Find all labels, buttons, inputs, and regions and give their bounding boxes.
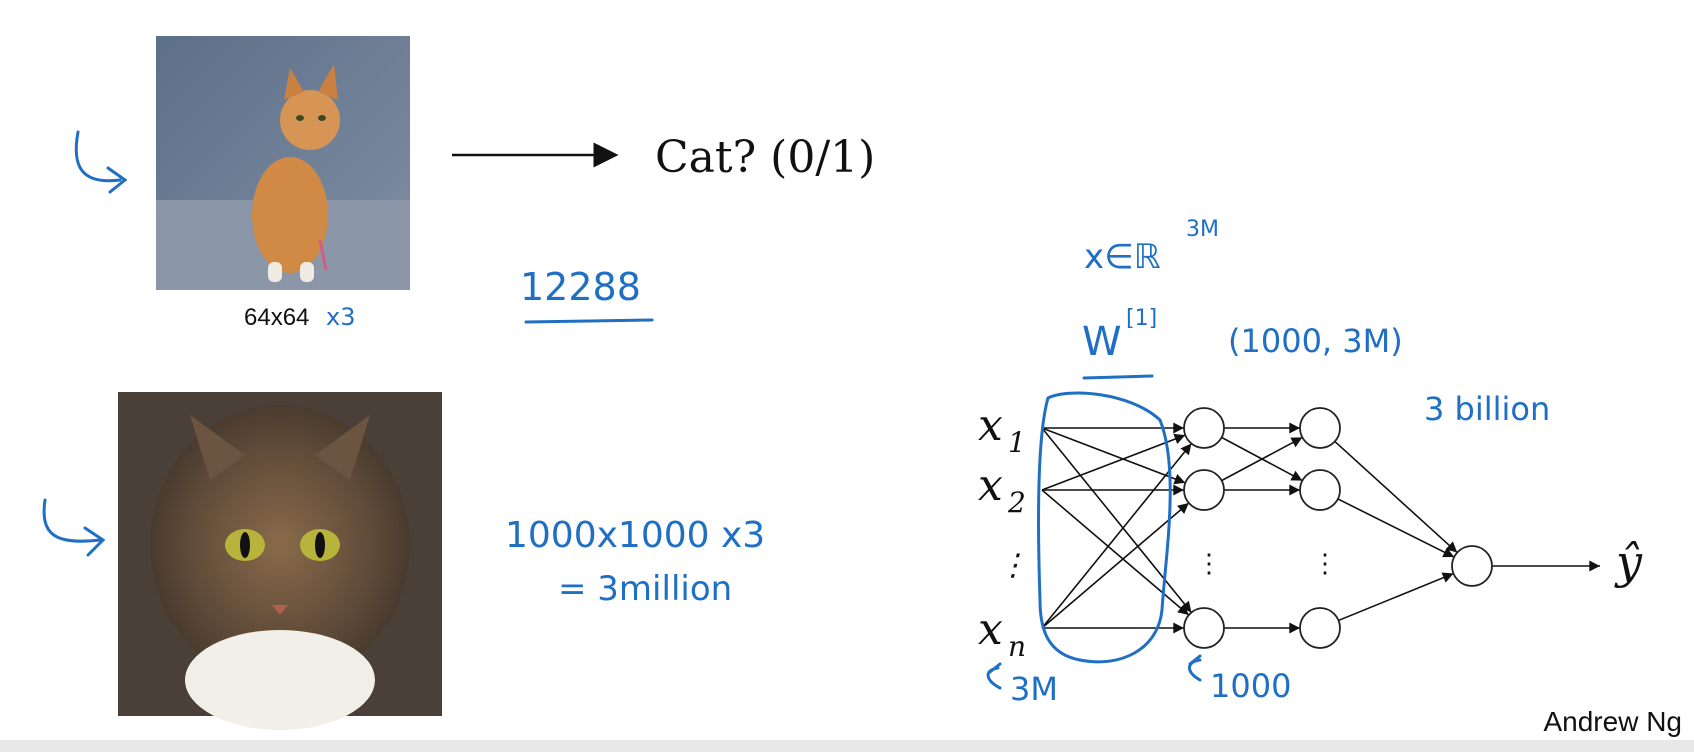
input-label-n: x n <box>978 604 1026 663</box>
hidden-ellipsis-1: ⋮ <box>1312 549 1338 579</box>
output-node <box>1451 545 1493 587</box>
input-hidden1-arrowhead-1-1 <box>1173 484 1184 496</box>
input-hidden1-arrowhead-2-0 <box>1180 443 1192 456</box>
input-hidden1-arrowhead-0-1 <box>1173 473 1186 485</box>
hidden1-hidden2-arrowhead-0-0 <box>1289 422 1300 434</box>
bottom-bar <box>0 740 1694 752</box>
hand-arrow-top-icon <box>74 130 128 194</box>
small-cat-photo <box>156 36 410 290</box>
param-count-note: 3 billion <box>1424 390 1550 428</box>
weight-symbol: W <box>1082 319 1122 365</box>
svg-text:x: x <box>978 400 1003 451</box>
input-label-1: x 1 <box>978 400 1026 459</box>
hidden1-hidden2-arrowhead-1-1 <box>1289 484 1300 496</box>
hidden2-output-edge-2 <box>1338 572 1454 622</box>
big-image-total-note: = 3million <box>558 569 732 609</box>
small-feature-underline <box>524 318 654 324</box>
input-hidden1-arrowhead-2-2 <box>1173 622 1184 634</box>
input-hidden1-arrowhead-1-0 <box>1173 433 1186 445</box>
input-space-note: x∈ℝ <box>1084 237 1161 277</box>
input-hidden1-edge-0-2 <box>1041 427 1193 613</box>
hidden2-output-edge-0 <box>1334 440 1458 554</box>
input-hidden1-arrowhead-1-2 <box>1177 603 1189 616</box>
input-hidden1-arrowhead-0-0 <box>1173 422 1184 434</box>
hidden1-node-2 <box>1183 607 1225 649</box>
hidden2-node-1 <box>1299 469 1341 511</box>
input-hidden1-edge-1-0 <box>1041 434 1186 491</box>
weight-shape-note: (1000, 3M) <box>1228 322 1403 360</box>
input-layer-highlight <box>1036 391 1172 664</box>
output-label: ŷ <box>1614 535 1643 589</box>
svg-text:n: n <box>1008 630 1026 663</box>
hidden2-output-arrowhead-2 <box>1441 572 1454 583</box>
input-hidden1-edge-0-1 <box>1041 427 1186 484</box>
hidden2-node-2 <box>1299 607 1341 649</box>
input-hidden1-edge-2-0 <box>1041 443 1193 629</box>
input-space-dim: 3M <box>1186 217 1219 242</box>
small-feature-count: 12288 <box>520 265 641 309</box>
small-image-size-label: 64x64 <box>244 304 309 331</box>
input-size-note: 3M <box>1010 670 1058 708</box>
hidden1-hidden2-arrowhead-1-0 <box>1290 437 1303 448</box>
hidden1-hidden2-arrowhead-2-2 <box>1289 622 1300 634</box>
svg-text:x: x <box>978 460 1003 511</box>
cat-question-text: Cat? (0/1) <box>655 132 875 183</box>
input-hidden1-edge-2-1 <box>1041 502 1190 629</box>
hidden2-output-arrowhead-1 <box>1442 547 1455 558</box>
small-image-channels-note: x3 <box>326 303 355 331</box>
input-label-2: x 2 <box>978 460 1026 519</box>
neural-network-diagram: ⋮⋮ <box>1041 407 1600 649</box>
hidden2-output-edge-1 <box>1337 498 1455 558</box>
hidden2-node-0 <box>1299 407 1341 449</box>
output-arrowhead <box>1589 560 1600 572</box>
hidden-size-hook-icon <box>1188 654 1202 682</box>
input-size-hook-icon <box>986 662 1002 690</box>
hand-arrow-bottom-icon <box>42 498 106 557</box>
weight-superscript: [1] <box>1126 306 1157 331</box>
hidden1-node-0 <box>1183 407 1225 449</box>
hidden-size-note: 1000 <box>1210 667 1291 705</box>
input-ellipsis: ⋮ <box>998 548 1028 583</box>
input-hidden1-arrowhead-2-1 <box>1177 502 1189 515</box>
svg-text:2: 2 <box>1007 486 1026 519</box>
hidden-ellipsis-0: ⋮ <box>1196 549 1222 579</box>
big-image-size-note: 1000x1000 x3 <box>505 515 765 556</box>
big-cat-photo <box>118 392 442 730</box>
svg-text:1: 1 <box>1008 426 1026 459</box>
input-hidden1-arrowhead-0-2 <box>1180 600 1192 613</box>
hidden1-hidden2-arrowhead-0-1 <box>1290 470 1303 481</box>
hidden1-node-1 <box>1183 469 1225 511</box>
svg-text:x: x <box>978 604 1003 655</box>
author-credit: Andrew Ng <box>1543 706 1682 737</box>
weight-underline <box>1082 374 1154 380</box>
